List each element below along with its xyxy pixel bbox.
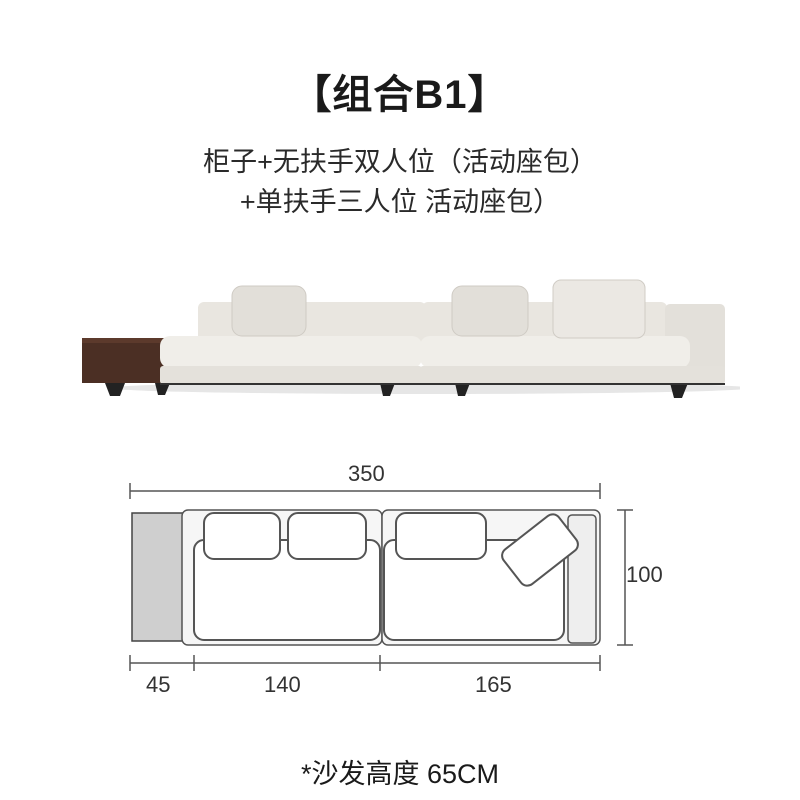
height-note: *沙发高度 65CM: [300, 759, 500, 789]
sofa-product-image: [82, 279, 740, 398]
dimension-right-section: 165: [475, 672, 512, 697]
dimension-left-section: 140: [264, 672, 301, 697]
product-description-line1: 柜子+无扶手双人位（活动座包）: [203, 147, 597, 177]
pillow-image: [231, 285, 307, 337]
dimension-cabinet: 45: [146, 672, 171, 697]
page-title: 【组合B1】: [291, 73, 509, 117]
dimension-total-width: 350: [348, 461, 385, 486]
plan-diagram: [129, 483, 633, 671]
product-description-line2: +单扶手三人位 活动座包）: [239, 187, 561, 217]
dimension-depth: 100: [626, 562, 663, 587]
